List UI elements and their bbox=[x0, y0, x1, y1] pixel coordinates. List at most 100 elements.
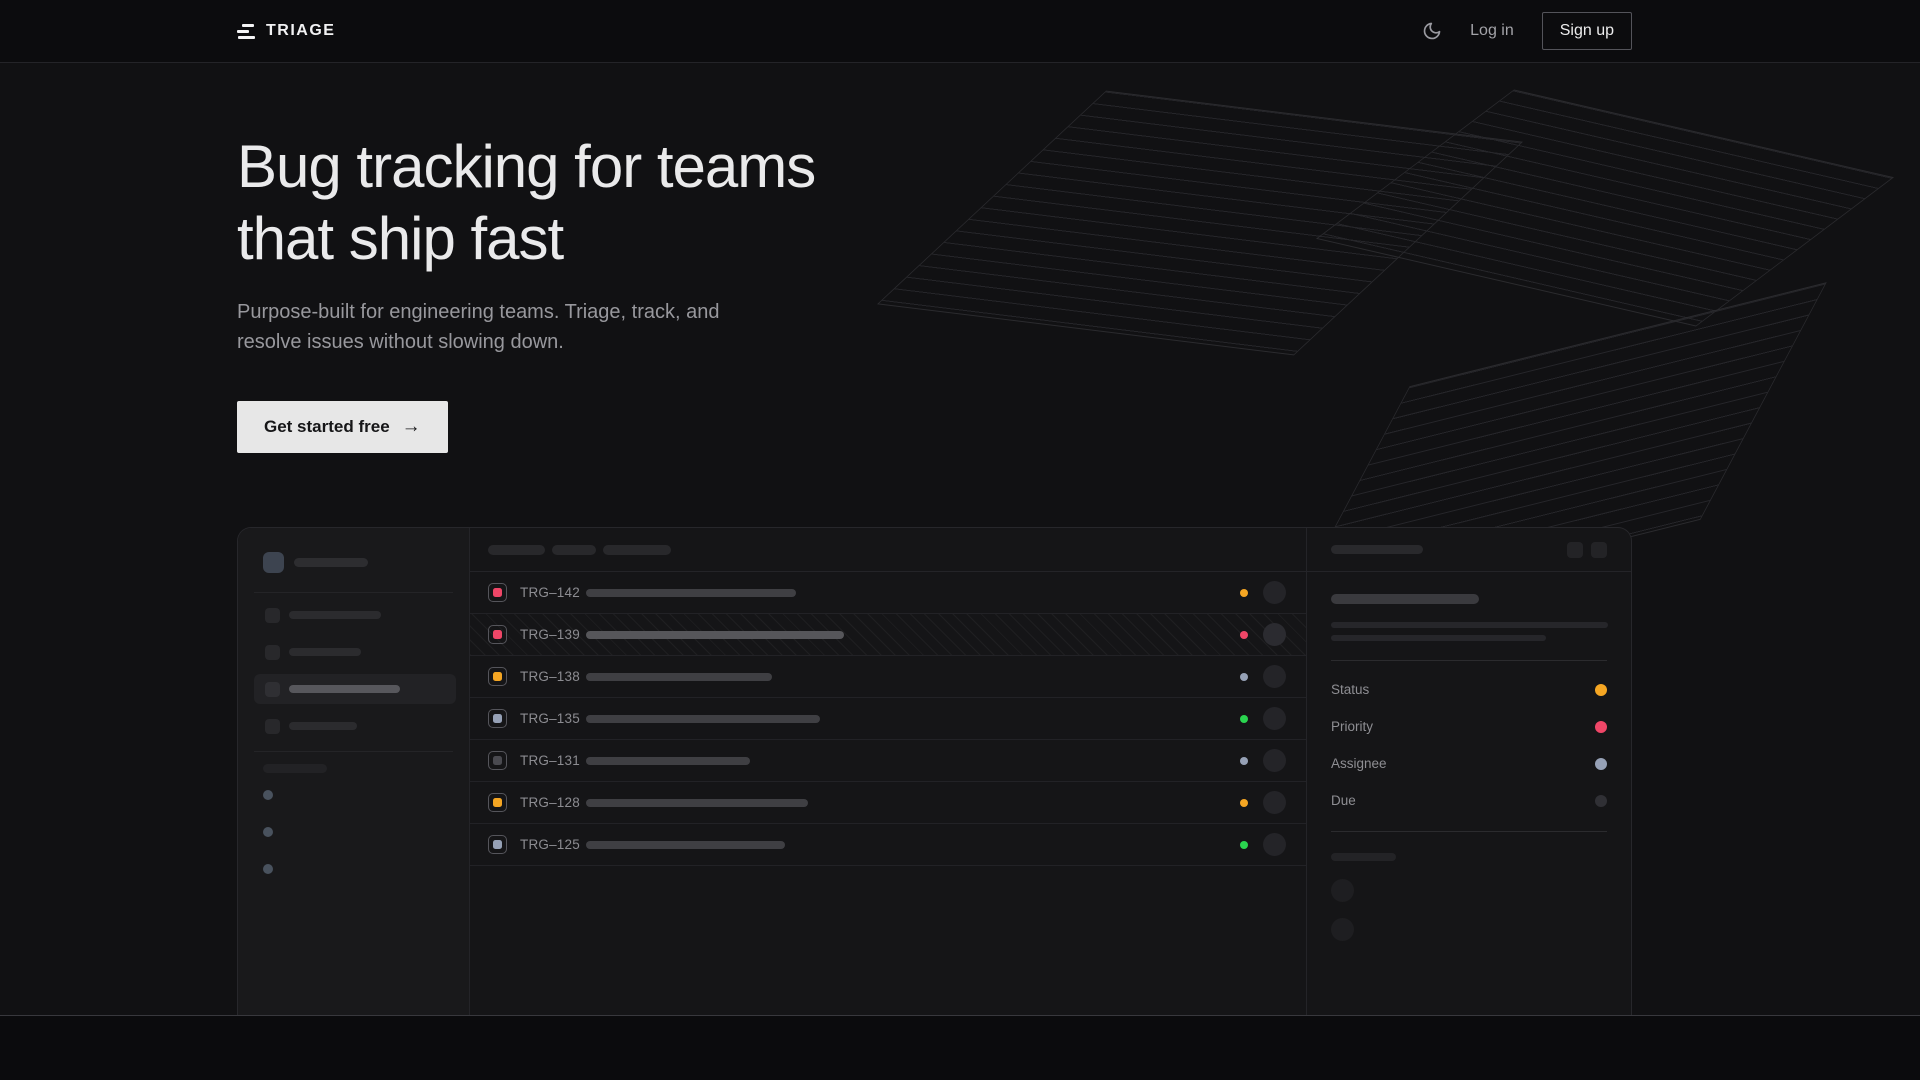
login-link[interactable]: Log in bbox=[1470, 22, 1514, 39]
sidebar-item-label-skeleton bbox=[289, 648, 361, 656]
detail-header-actions bbox=[1567, 541, 1607, 558]
activity-avatar-2 bbox=[1331, 918, 1354, 941]
detail-text-skeleton-1 bbox=[1331, 622, 1608, 628]
sidebar-dot-2[interactable] bbox=[263, 827, 273, 837]
moon-icon bbox=[1423, 22, 1441, 40]
sidebar-item-4[interactable] bbox=[254, 711, 456, 741]
issue-type-icon-fill bbox=[493, 756, 502, 765]
issue-type-icon-fill bbox=[493, 714, 502, 723]
brand-logo[interactable]: TRIAGE bbox=[237, 22, 335, 40]
assignee-avatar bbox=[1263, 581, 1286, 604]
cta-label: Get started free bbox=[264, 417, 390, 436]
triage-logo-icon bbox=[237, 23, 255, 39]
issue-status-dot bbox=[1240, 798, 1248, 807]
title-line-2: that ship fast bbox=[237, 205, 564, 272]
issue-title-skeleton bbox=[586, 840, 785, 849]
detail-divider-1 bbox=[1331, 660, 1607, 661]
issue-title-skeleton bbox=[586, 630, 844, 639]
mockup-sidebar bbox=[238, 528, 470, 1017]
sidebar-item-icon bbox=[265, 718, 280, 734]
issue-row[interactable]: TRG–139 bbox=[470, 614, 1306, 656]
issue-title-skeleton bbox=[586, 714, 820, 723]
field-value-dot bbox=[1595, 794, 1607, 807]
field-label: Status bbox=[1331, 682, 1370, 697]
sidebar-item-2[interactable] bbox=[254, 637, 456, 667]
sidebar-item-3[interactable] bbox=[254, 674, 456, 704]
issue-status-dot bbox=[1240, 630, 1248, 639]
issue-type-icon bbox=[488, 709, 507, 728]
issue-id: TRG–128 bbox=[520, 795, 580, 810]
signup-button[interactable]: Sign up bbox=[1541, 12, 1632, 50]
activity-avatar-1 bbox=[1331, 879, 1354, 902]
sidebar-item-label-skeleton bbox=[289, 611, 381, 619]
sidebar-item-1[interactable] bbox=[254, 600, 456, 630]
list-filter-pill-1[interactable] bbox=[488, 544, 545, 555]
detail-field-assignee[interactable]: Assignee bbox=[1331, 745, 1607, 782]
field-label: Assignee bbox=[1331, 756, 1387, 771]
issue-status-dot bbox=[1240, 840, 1248, 849]
assignee-avatar bbox=[1263, 749, 1286, 772]
issue-row[interactable]: TRG–131 bbox=[470, 740, 1306, 782]
sidebar-item-label-skeleton bbox=[289, 685, 400, 693]
issue-status-dot bbox=[1240, 756, 1248, 765]
nav-actions: Log in Sign up bbox=[1422, 12, 1632, 50]
issue-status-dot bbox=[1240, 588, 1248, 597]
issue-status-dot bbox=[1240, 714, 1248, 723]
detail-field-status[interactable]: Status bbox=[1331, 671, 1607, 708]
detail-action-button-2[interactable] bbox=[1591, 541, 1607, 558]
sidebar-item-icon bbox=[265, 607, 280, 623]
issue-type-icon bbox=[488, 751, 507, 770]
sidebar-dot-list bbox=[263, 790, 273, 874]
issue-row[interactable]: TRG–135 bbox=[470, 698, 1306, 740]
issue-type-icon bbox=[488, 583, 507, 602]
issue-row[interactable]: TRG–128 bbox=[470, 782, 1306, 824]
issue-row[interactable]: TRG–125 bbox=[470, 824, 1306, 866]
sidebar-item-icon bbox=[265, 681, 280, 697]
issue-type-icon bbox=[488, 835, 507, 854]
issue-title-skeleton bbox=[586, 672, 772, 681]
issue-list-header bbox=[470, 528, 1306, 572]
assignee-avatar bbox=[1263, 833, 1286, 856]
activity-label-skeleton bbox=[1331, 853, 1396, 861]
issue-type-icon-fill bbox=[493, 588, 502, 597]
hero-subtitle: Purpose-built for engineering teams. Tri… bbox=[237, 297, 1632, 357]
sidebar-item-label-skeleton bbox=[289, 722, 357, 730]
sidebar-divider-top bbox=[254, 592, 453, 593]
list-filter-pill-2[interactable] bbox=[552, 544, 596, 555]
issue-status-dot bbox=[1240, 672, 1248, 681]
issue-title-skeleton bbox=[586, 798, 808, 807]
hero-section: Bug tracking for teams that ship fast Pu… bbox=[0, 63, 1920, 1017]
issue-type-icon-fill bbox=[493, 798, 502, 807]
sidebar-dot-1[interactable] bbox=[263, 790, 273, 800]
issue-row[interactable]: TRG–138 bbox=[470, 656, 1306, 698]
nav-inner: TRIAGE Log in Sign up bbox=[237, 0, 1632, 62]
issue-type-icon bbox=[488, 667, 507, 686]
list-filter-pill-3[interactable] bbox=[603, 544, 671, 555]
detail-field-priority[interactable]: Priority bbox=[1331, 708, 1607, 745]
sidebar-section-label-skeleton bbox=[263, 764, 327, 773]
field-value-dot bbox=[1595, 683, 1607, 696]
sidebar-dot-3[interactable] bbox=[263, 864, 273, 874]
issue-id: TRG–135 bbox=[520, 711, 580, 726]
issue-id: TRG–131 bbox=[520, 753, 580, 768]
get-started-button[interactable]: Get started free → bbox=[237, 401, 448, 453]
sidebar-divider-bottom bbox=[254, 751, 453, 752]
page-title: Bug tracking for teams that ship fast bbox=[237, 131, 1632, 275]
theme-toggle-button[interactable] bbox=[1422, 21, 1442, 41]
workspace-avatar[interactable] bbox=[263, 552, 284, 573]
detail-field-due[interactable]: Due bbox=[1331, 782, 1607, 819]
issue-row[interactable]: TRG–142 bbox=[470, 572, 1306, 614]
issue-id: TRG–139 bbox=[520, 627, 580, 642]
detail-action-button-1[interactable] bbox=[1567, 541, 1583, 558]
hero-inner: Bug tracking for teams that ship fast Pu… bbox=[237, 63, 1632, 1017]
arrow-right-icon: → bbox=[401, 416, 421, 437]
subtitle-line-1: Purpose-built for engineering teams. Tri… bbox=[237, 301, 720, 323]
detail-breadcrumb-skeleton bbox=[1331, 545, 1423, 554]
issue-type-icon bbox=[488, 793, 507, 812]
sidebar-item-icon bbox=[265, 644, 280, 660]
assignee-avatar bbox=[1263, 665, 1286, 688]
